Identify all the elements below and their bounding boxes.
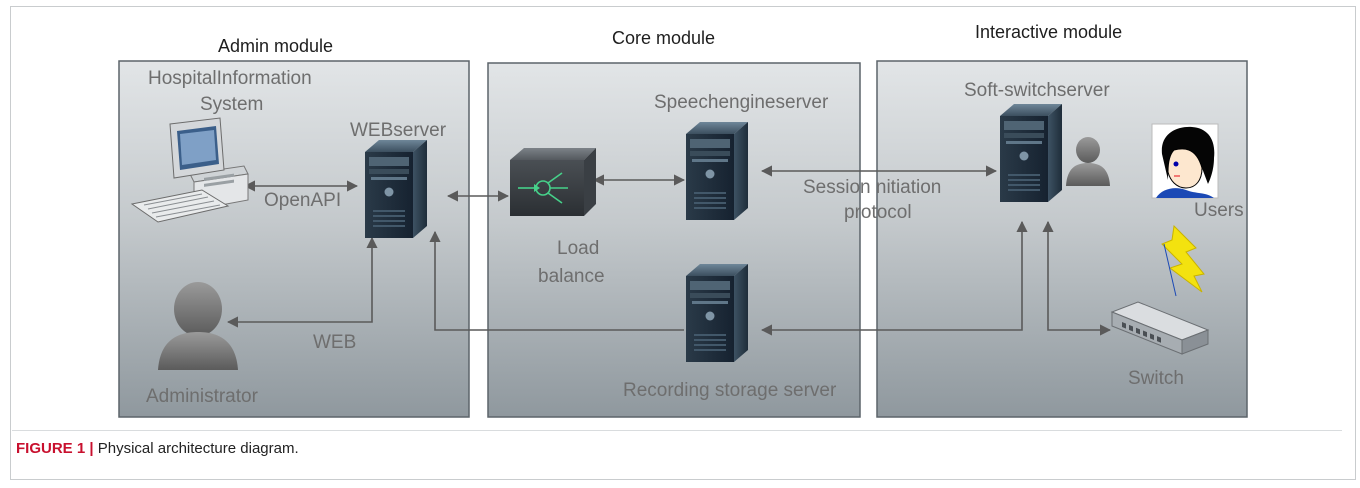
softswitch-to-switch-connection — [1042, 220, 1112, 336]
users-label: Users — [1194, 200, 1244, 221]
load-balance-label-line1: Load — [557, 238, 599, 259]
interactive-module-title: Interactive module — [975, 22, 1122, 42]
lightning-icon — [1161, 224, 1205, 297]
web-to-recording-connection — [429, 230, 684, 331]
sip-label-line2: protocol — [844, 202, 912, 223]
web-label: WEB — [313, 332, 356, 353]
recording-storage-server-label: Recording storage server — [623, 380, 837, 401]
speech-engine-server-label: Speechengineserver — [654, 92, 829, 113]
figure-frame — [10, 6, 1356, 480]
openapi-label: OpenAPI — [264, 190, 341, 211]
caption-text: Physical architecture diagram. — [97, 440, 299, 457]
caption-label: FIGURE 1 | — [16, 440, 94, 457]
switch-label: Switch — [1128, 368, 1184, 389]
caption-text-wrap: FIGURE 1 | Physical architecture diagram… — [16, 440, 299, 457]
hospital-information-system-label-line2: System — [200, 94, 263, 115]
architecture-diagram: Admin module Core module Interactive mod… — [118, 22, 1248, 418]
desktop-computer-icon — [130, 117, 249, 223]
administrator-label: Administrator — [146, 386, 259, 407]
figure-caption: FIGURE 1 | Physical architecture diagram… — [12, 430, 1342, 470]
connections — [226, 165, 1112, 336]
network-switch-icon — [1110, 301, 1210, 355]
person-icon — [1066, 137, 1110, 186]
admin-module-title: Admin module — [218, 36, 333, 56]
sip-label-line1: Session nitiation — [803, 177, 941, 198]
soft-switch-server-label: Soft-switchserver — [964, 80, 1110, 101]
recording-to-softswitch-connection — [760, 220, 1028, 336]
web-server-label: WEBserver — [350, 120, 447, 141]
load-balancer-icon — [510, 148, 596, 216]
core-module-title: Core module — [612, 28, 715, 48]
core-module-panel — [487, 62, 861, 418]
person-icon — [158, 282, 238, 370]
user-face-icon — [1151, 123, 1219, 199]
hospital-information-system-label-line1: HospitalInformation — [148, 68, 312, 89]
server-icon — [365, 140, 427, 238]
server-icon — [1000, 104, 1062, 202]
web-connection — [226, 236, 378, 328]
load-balance-label-line2: balance — [538, 266, 605, 287]
server-icon — [686, 264, 748, 362]
server-icon — [686, 122, 748, 220]
